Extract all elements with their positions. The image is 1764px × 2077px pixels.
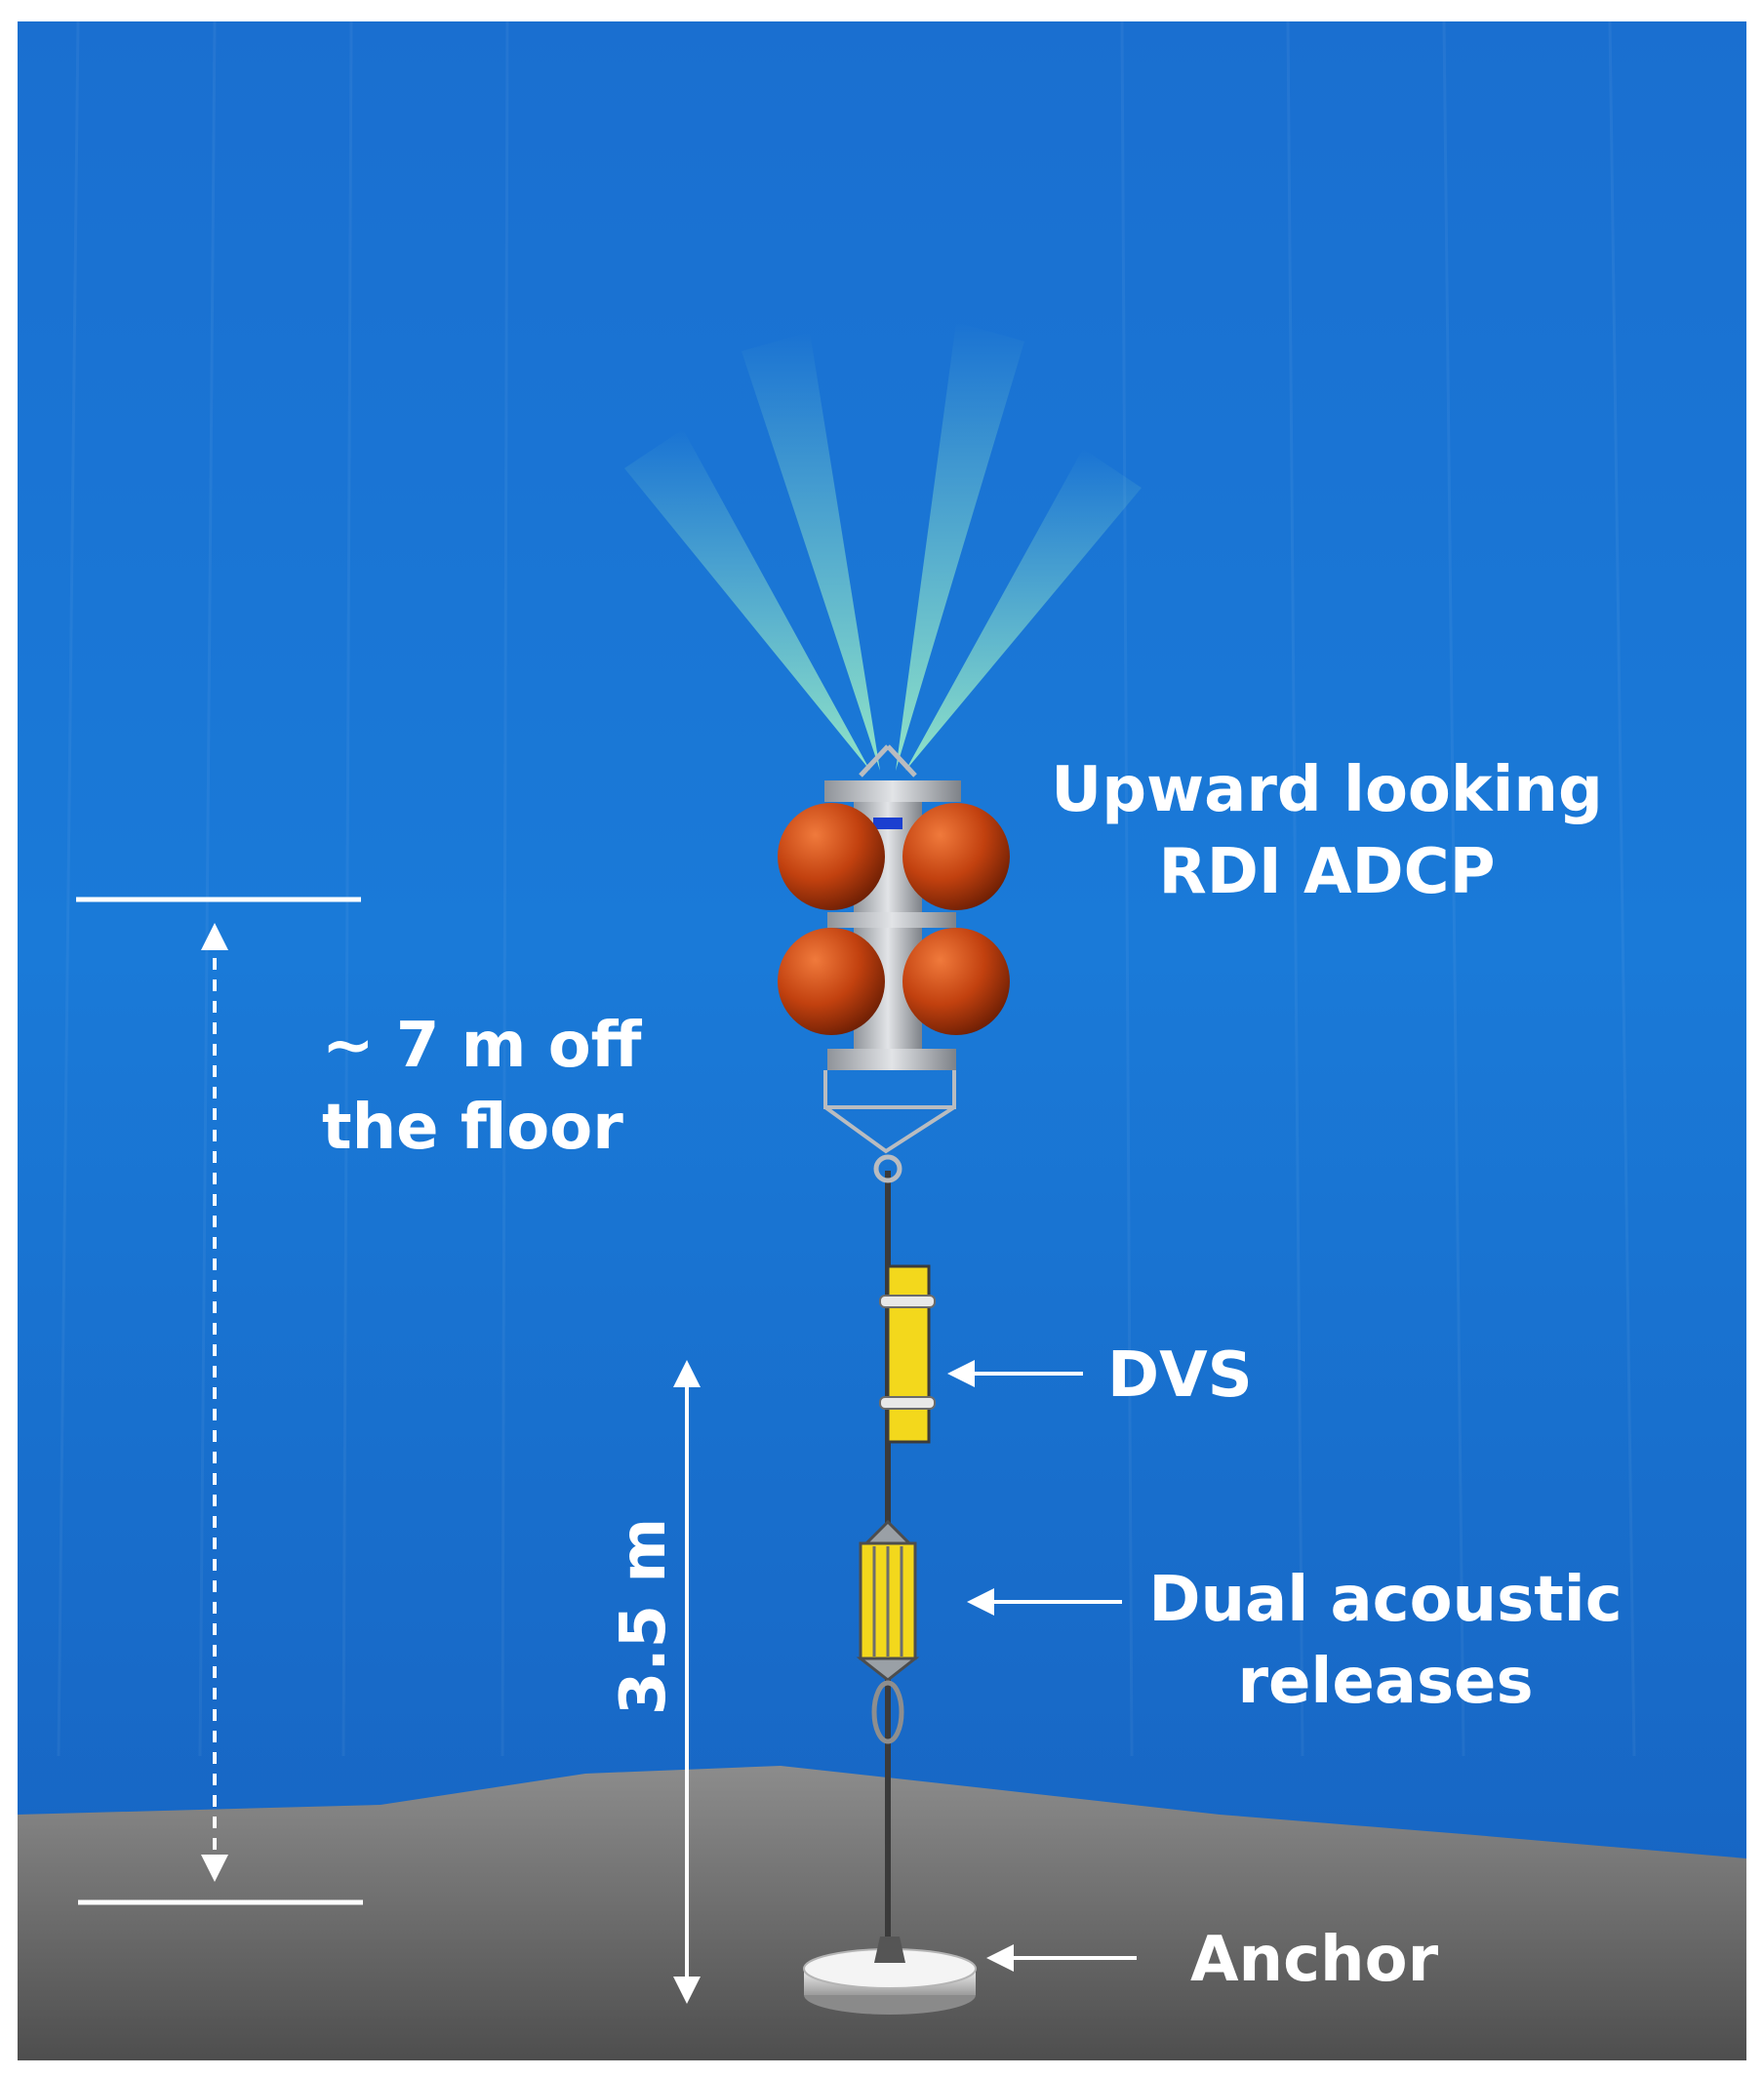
height-label-line-1: ~ 7 m off [322,1010,642,1082]
float-top-left [778,803,885,910]
dvs-label: DVS [1107,1339,1253,1412]
adcp-label: Upward looking RDI ADCP [995,749,1659,913]
float-bottom-left [778,928,885,1035]
buoyancy-floats [778,803,1010,1035]
seafloor [18,1766,1746,2060]
acoustic-releases [856,1519,920,1744]
adcp-beams [624,322,1142,771]
adcp-label-line-1: Upward looking [1051,754,1603,826]
anchor-label: Anchor [1190,1924,1439,1996]
anchor-weight [803,1937,977,2015]
adcp-label-line-2: RDI ADCP [1158,836,1496,908]
dvs-instrument [879,1264,936,1444]
float-bottom-right [902,928,1010,1035]
height-off-floor-label: ~ 7 m off the floor [322,1005,732,1169]
float-top-right [902,803,1010,910]
water-streaks [57,20,1636,1757]
height-label-line-2: the floor [322,1092,623,1164]
releases-label-line-2: releases [1237,1646,1534,1718]
releases-label: Dual acoustic releases [1132,1559,1639,1723]
releases-label-line-1: Dual acoustic [1148,1564,1623,1636]
release-distance-label: 3.5 m [608,1517,680,1716]
